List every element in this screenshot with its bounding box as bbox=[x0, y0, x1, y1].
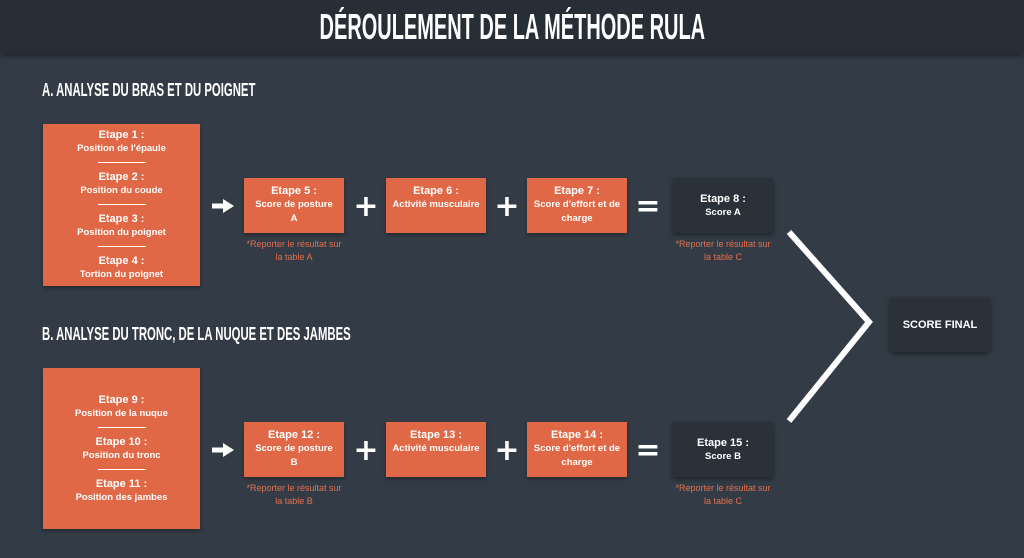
posture-score-box: Etape 12 : Score de posture B bbox=[244, 422, 344, 477]
section-heading: B. ANALYSE DU TRONC, DE LA NUQUE ET DES … bbox=[42, 324, 351, 344]
step-number: Etape 1 : bbox=[98, 129, 145, 141]
step-label: Activité musculaire bbox=[392, 199, 480, 210]
step-label: Score de posture bbox=[255, 199, 333, 210]
step-label: Position de la nuque bbox=[75, 407, 168, 419]
step-number: Etape 7 : bbox=[554, 185, 600, 197]
arrow-right-icon bbox=[212, 443, 234, 457]
step-label: Position de l'épaule bbox=[77, 143, 166, 154]
step-label: Score d'effort et de bbox=[533, 199, 621, 210]
step-item: Etape 10 : Position du tronc bbox=[82, 435, 160, 463]
step-label: Score B bbox=[705, 450, 741, 462]
note-line: la table C bbox=[703, 496, 743, 506]
step-item: Etape 3 : Position du poignet bbox=[77, 212, 166, 240]
step-label: Position des jambes bbox=[75, 491, 168, 503]
step-item: Etape 4 : Tortion du poignet bbox=[80, 254, 163, 282]
score-b-box: Etape 15 : Score B bbox=[673, 422, 773, 477]
note-line: *Reporter le résultat sur bbox=[246, 239, 342, 249]
step-number: Etape 14 : bbox=[551, 429, 603, 441]
note-line: *Reporter le résultat sur bbox=[675, 239, 771, 249]
header-bar: DÉROULEMENT DE LA MÉTHODE RULA bbox=[0, 0, 1024, 54]
step-number: Etape 10 : bbox=[95, 435, 148, 448]
muscle-activity-box: Etape 6 : Activité musculaire bbox=[386, 178, 486, 233]
step-number: Etape 9 : bbox=[98, 393, 145, 406]
step-number: Etape 15 : bbox=[697, 436, 749, 449]
page-title-text: DÉROULEMENT DE LA MÉTHODE RULA bbox=[319, 6, 705, 47]
step-label: Score d'effort et de bbox=[533, 443, 621, 454]
step-label: B bbox=[290, 457, 298, 468]
note-line: *Reporter le résultat sur bbox=[675, 483, 771, 493]
step-number: Etape 13 : bbox=[410, 429, 462, 441]
arm-wrist-inputs-group: Etape 1 : Position de l'épaule Etape 2 :… bbox=[43, 124, 200, 286]
step-number: Etape 5 : bbox=[271, 185, 317, 197]
step-item: Etape 2 : Position du coude bbox=[80, 170, 162, 198]
step-label: A bbox=[290, 213, 298, 224]
posture-score-note: *Reporter le résultat sur la table B bbox=[234, 482, 354, 508]
plus-operator: + bbox=[494, 433, 520, 468]
effort-load-box: Etape 7 : Score d'effort et de charge bbox=[527, 178, 627, 233]
step-number: Etape 6 : bbox=[413, 185, 459, 197]
step-number: Etape 2 : bbox=[98, 171, 145, 183]
score-a-box: Etape 8 : Score A bbox=[673, 178, 773, 233]
step-number: Etape 8 : bbox=[700, 192, 746, 205]
step-number: Etape 11 : bbox=[95, 477, 148, 490]
step-divider bbox=[97, 246, 146, 247]
step-label: Position du tronc bbox=[82, 449, 161, 461]
posture-score-box: Etape 5 : Score de posture A bbox=[244, 178, 344, 233]
step-number: Etape 3 : bbox=[98, 213, 145, 225]
step-divider bbox=[97, 162, 146, 163]
step-label: Position du poignet bbox=[77, 227, 166, 238]
effort-load-box: Etape 14 : Score d'effort et de charge bbox=[527, 422, 627, 477]
section-heading: A. ANALYSE DU BRAS ET DU POIGNET bbox=[42, 80, 256, 100]
note-line: la table B bbox=[275, 496, 313, 506]
step-label: Score A bbox=[705, 206, 741, 218]
step-number: Etape 4 : bbox=[98, 255, 145, 267]
plus-operator: + bbox=[353, 189, 379, 224]
step-divider bbox=[97, 204, 146, 205]
step-label: Position du coude bbox=[80, 185, 163, 196]
step-divider bbox=[97, 426, 146, 428]
plus-operator: + bbox=[353, 433, 379, 468]
step-label: charge bbox=[561, 213, 593, 224]
step-item: Etape 1 : Position de l'épaule bbox=[77, 128, 166, 156]
step-label: charge bbox=[561, 457, 593, 468]
final-score-box: SCORE FINAL bbox=[890, 297, 990, 352]
equals-operator: = bbox=[635, 189, 661, 224]
section-arm-wrist: A. ANALYSE DU BRAS ET DU POIGNET Etape 1… bbox=[0, 72, 1024, 292]
step-divider bbox=[97, 468, 146, 470]
equals-operator: = bbox=[635, 433, 661, 468]
posture-score-note: *Reporter le résultat sur la table A bbox=[234, 238, 354, 264]
plus-operator: + bbox=[494, 189, 520, 224]
note-line: la table C bbox=[703, 252, 743, 262]
step-label: Score de posture bbox=[255, 443, 333, 454]
note-line: la table A bbox=[275, 252, 313, 262]
score-a-note: *Reporter le résultat sur la table C bbox=[663, 238, 783, 264]
chevron-right-icon bbox=[786, 230, 873, 423]
step-item: Etape 9 : Position de la nuque bbox=[75, 393, 168, 421]
note-line: *Reporter le résultat sur bbox=[246, 483, 342, 493]
page-title: DÉROULEMENT DE LA MÉTHODE RULA bbox=[0, 0, 1024, 54]
step-label: Activité musculaire bbox=[392, 443, 480, 454]
final-score-label: SCORE FINAL bbox=[902, 318, 978, 331]
muscle-activity-box: Etape 13 : Activité musculaire bbox=[386, 422, 486, 477]
arrow-right-icon bbox=[212, 199, 234, 213]
trunk-neck-legs-inputs-group: Etape 9 : Position de la nuque Etape 10 … bbox=[43, 368, 200, 529]
step-item: Etape 11 : Position des jambes bbox=[76, 477, 168, 505]
score-b-note: *Reporter le résultat sur la table C bbox=[663, 482, 783, 508]
step-label: Tortion du poignet bbox=[79, 269, 164, 280]
step-number: Etape 12 : bbox=[268, 429, 320, 441]
section-trunk-neck-legs: B. ANALYSE DU TRONC, DE LA NUQUE ET DES … bbox=[0, 316, 1024, 536]
